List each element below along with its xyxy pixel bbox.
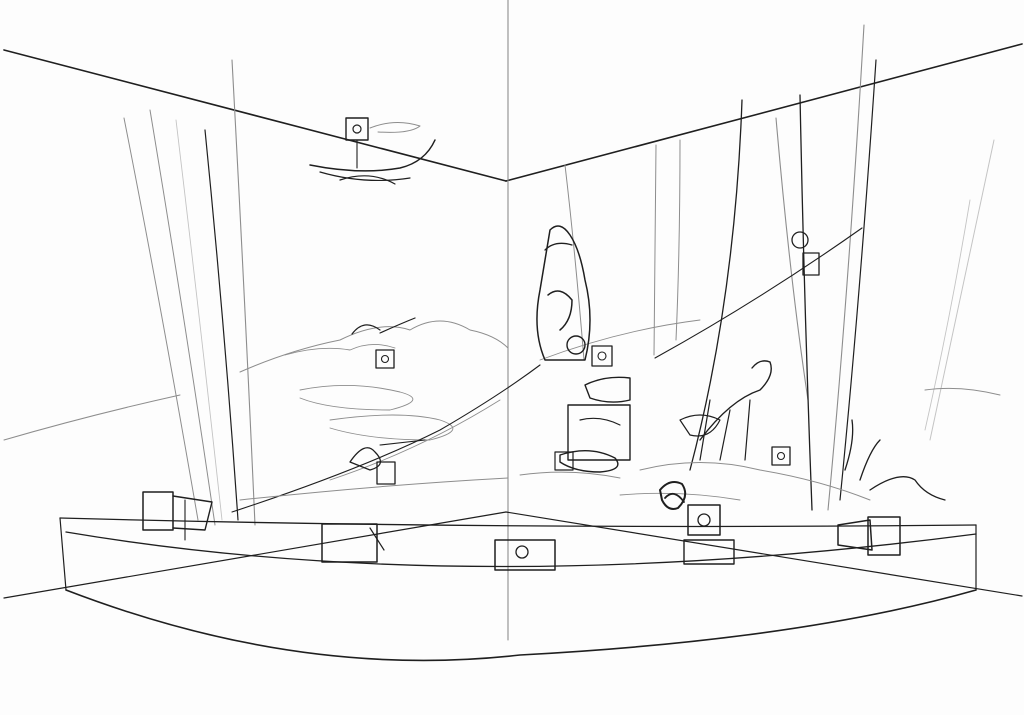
plant-icon — [844, 419, 946, 501]
dark-figure-front — [659, 481, 687, 510]
left-curtain-strokes — [123, 59, 256, 526]
small-figure-left — [349, 439, 426, 485]
hanging-sign-icon — [345, 117, 421, 141]
right-curtain-strokes — [564, 24, 995, 511]
display-platform — [59, 477, 977, 662]
spot-light-icon — [837, 516, 901, 556]
spot-light-icon — [321, 523, 385, 563]
spot-light-icon — [142, 491, 213, 541]
camp-figure-icon — [554, 376, 631, 473]
spot-light-icon — [494, 539, 556, 571]
bird-icon — [309, 139, 436, 185]
room-walls — [3, 0, 1023, 641]
platform-lights — [142, 491, 901, 571]
animal-figure-icon — [679, 231, 820, 466]
spot-light-icon — [351, 324, 395, 369]
landscape-lines — [3, 227, 1001, 513]
bear-figure-icon — [536, 225, 613, 367]
spot-light-icon — [683, 504, 735, 565]
